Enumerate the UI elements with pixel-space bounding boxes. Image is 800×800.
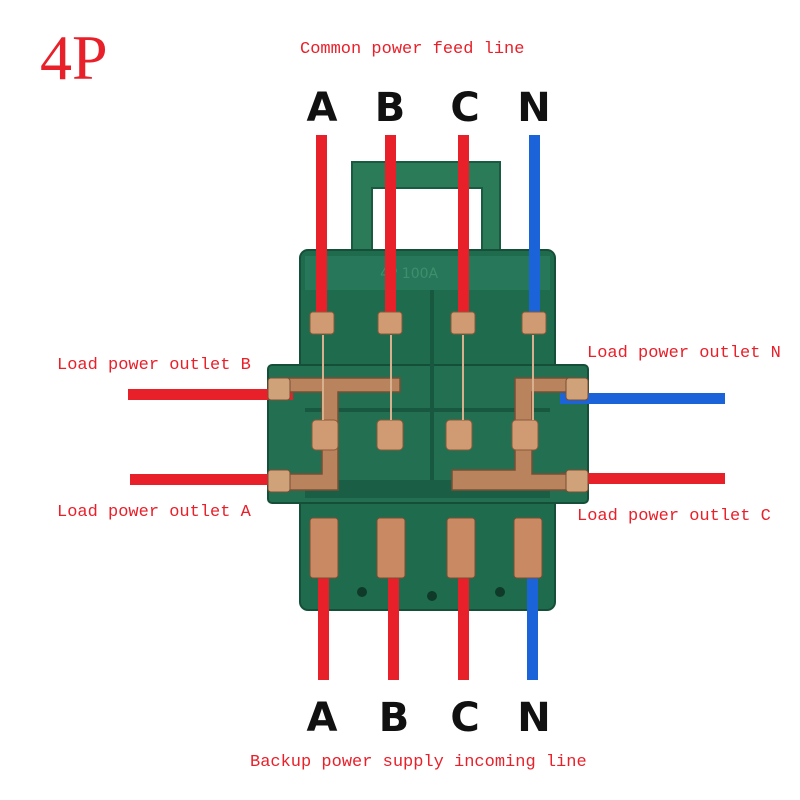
outlet-wire-b: [128, 389, 293, 400]
bottom-wire-b: [388, 525, 399, 680]
top-wire-a: [316, 135, 327, 320]
bottom-wire-n: [527, 525, 538, 680]
outlet-c-caption: Load power outlet C: [577, 507, 771, 526]
top-terminals: [309, 311, 547, 335]
bottom-wire-c: [458, 525, 469, 680]
switch-housing: 4P 100A: [267, 249, 589, 611]
top-phase-label-c: C: [450, 85, 480, 131]
outlet-b-caption: Load power outlet B: [57, 356, 251, 375]
bottom-wire-a: [318, 525, 329, 680]
outlet-wire-a: [130, 474, 295, 485]
backup-supply-caption: Backup power supply incoming line: [250, 753, 587, 772]
pole-count-title: 4P: [40, 22, 108, 93]
outlet-wire-c: [560, 473, 725, 484]
top-phase-label-n: N: [517, 85, 551, 131]
bottom-terminals: [309, 517, 543, 601]
top-wire-c: [458, 135, 469, 320]
load-outlet-wires: [128, 389, 725, 485]
switch-handle: [351, 161, 501, 256]
top-wire-n: [529, 135, 540, 320]
middle-contacts: [311, 335, 539, 451]
top-wire-b: [385, 135, 396, 320]
outlet-n-caption: Load power outlet N: [587, 344, 781, 363]
bottom-phase-label-c: C: [450, 695, 480, 741]
top-phase-label-a: A: [306, 85, 338, 131]
outlet-wire-n: [560, 393, 725, 404]
top-phase-label-b: B: [374, 85, 406, 131]
bottom-phase-label-n: N: [517, 695, 551, 741]
outlet-a-caption: Load power outlet A: [57, 503, 251, 522]
bottom-phase-label-b: B: [378, 695, 410, 741]
top-feed-wires: [316, 135, 540, 320]
bottom-phase-label-a: A: [306, 695, 338, 741]
bottom-backup-wires: [318, 525, 538, 680]
side-screw-terminals: [267, 377, 589, 493]
common-feed-caption: Common power feed line: [300, 40, 525, 59]
